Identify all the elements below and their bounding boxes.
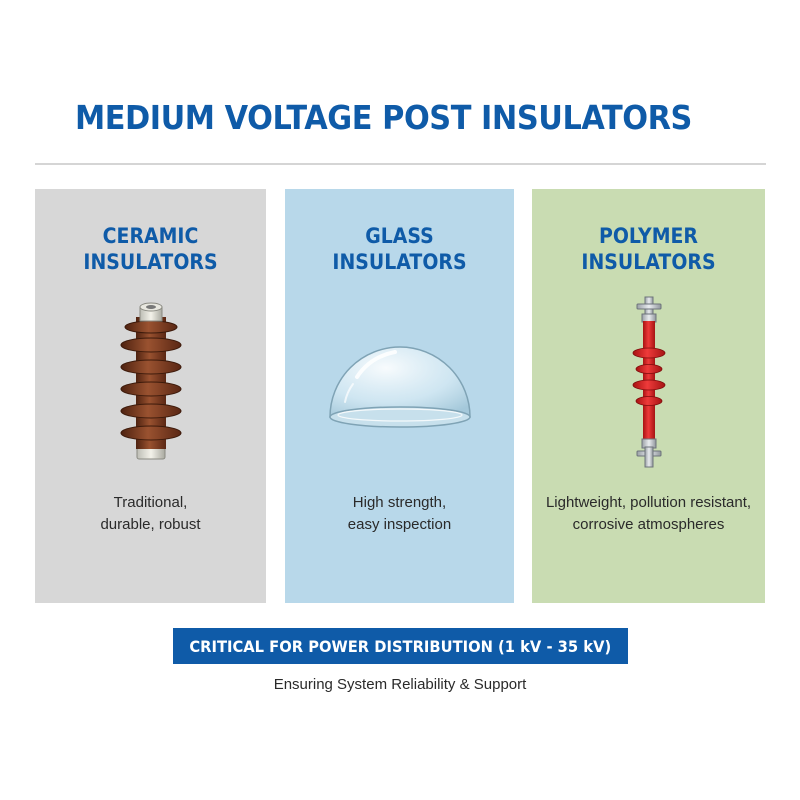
- card-title-line: INSULATORS: [83, 250, 218, 274]
- description-line: durable, robust: [100, 516, 201, 533]
- ceramic-insulator-icon: [35, 297, 266, 467]
- card-title-ceramic: CERAMIC INSULATORS: [35, 223, 266, 275]
- card-title-line: CERAMIC: [102, 224, 199, 248]
- description-line: Lightweight, pollution resistant,: [545, 494, 752, 511]
- card-title-polymer: POLYMER INSULATORS: [532, 223, 765, 275]
- description-line: corrosive atmospheres: [572, 516, 725, 533]
- card-title-glass: GLASS INSULATORS: [285, 223, 514, 275]
- card-description-glass: High strength, easy inspection: [291, 492, 508, 536]
- description-line: Traditional,: [113, 494, 188, 511]
- page-title: MEDIUM VOLTAGE POST INSULATORS: [75, 98, 692, 137]
- description-line: High strength,: [352, 494, 447, 511]
- description-line: easy inspection: [347, 516, 452, 533]
- card-description-polymer: Lightweight, pollution resistant, corros…: [538, 492, 759, 536]
- card-polymer: POLYMER INSULATORS: [532, 189, 765, 603]
- card-glass: GLASS INSULATORS High strength, easy ins…: [285, 189, 514, 603]
- polymer-insulator-icon: [532, 296, 765, 467]
- footer-subtitle: Ensuring System Reliability & Support: [273, 676, 527, 693]
- card-title-line: GLASS: [365, 224, 434, 248]
- glass-dome-insulator-icon: [285, 297, 514, 467]
- banner-text: CRITICAL FOR POWER DISTRIBUTION (1 kV - …: [189, 636, 612, 656]
- voltage-range-banner: CRITICAL FOR POWER DISTRIBUTION (1 kV - …: [173, 628, 628, 664]
- card-title-line: POLYMER: [599, 224, 698, 248]
- card-title-line: INSULATORS: [332, 250, 467, 274]
- card-title-line: INSULATORS: [581, 250, 716, 274]
- card-description-ceramic: Traditional, durable, robust: [41, 492, 260, 536]
- card-ceramic: CERAMIC INSULATORS: [35, 189, 266, 603]
- title-divider: [35, 163, 766, 165]
